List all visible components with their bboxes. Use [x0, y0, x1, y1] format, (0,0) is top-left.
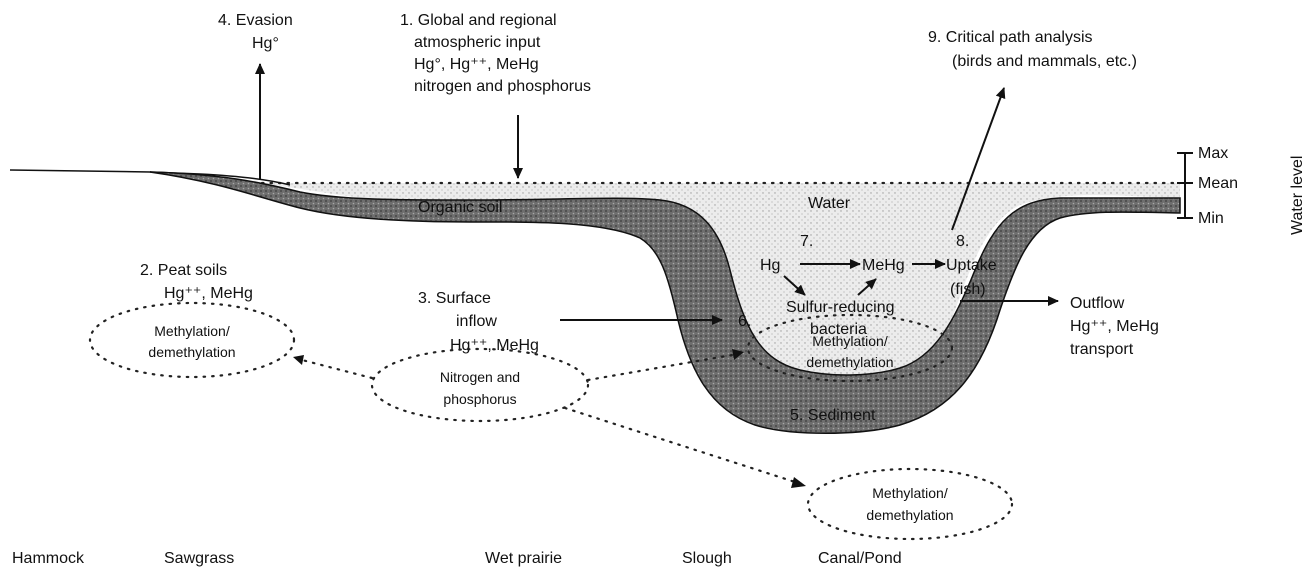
svg-text:2. Peat soils: 2. Peat soils: [140, 262, 227, 279]
uptake-label: Uptake: [946, 257, 997, 274]
nutrients-line1: Nitrogen and: [440, 369, 520, 385]
svg-text:Hg⁺⁺, MeHg: Hg⁺⁺, MeHg: [450, 337, 539, 354]
svg-text:nitrogen and phosphorus: nitrogen and phosphorus: [414, 78, 591, 95]
svg-text:atmospheric input: atmospheric input: [414, 34, 541, 51]
organic-soil-layer: [150, 172, 1180, 433]
water-label: Water: [808, 195, 851, 212]
fish-label: (fish): [950, 281, 986, 298]
habitat-slough: Slough: [682, 550, 732, 567]
evasion-label: 4. Evasion Hg°: [218, 12, 293, 52]
svg-text:4. Evasion: 4. Evasion: [218, 12, 293, 29]
water-level-title: Water level: [1289, 156, 1306, 235]
gauge-max-label: Max: [1198, 145, 1228, 162]
meth-lower-line1: Methylation/: [872, 485, 948, 501]
habitat-hammock: Hammock: [12, 550, 85, 567]
nutrients-ellipse: [372, 349, 588, 421]
sediment-label: 5. Sediment: [790, 407, 876, 424]
meth-left-line2: demethylation: [148, 344, 235, 360]
nutrients-to-lower-arrowhead: [791, 477, 806, 488]
svg-text:(birds and mammals, etc.): (birds and mammals, etc.): [952, 53, 1137, 70]
meth-left-line1: Methylation/: [154, 323, 230, 339]
nutrients-line2: phosphorus: [443, 391, 516, 407]
svg-text:Hg⁺⁺, MeHg: Hg⁺⁺, MeHg: [1070, 318, 1159, 335]
bacteria-label-1: Sulfur-reducing: [786, 299, 895, 316]
methylation-ellipse-left: [90, 303, 294, 377]
svg-text:Outflow: Outflow: [1070, 295, 1125, 312]
step8-number: 8.: [956, 233, 969, 250]
nutrients-to-left-arrowhead: [293, 355, 304, 365]
svg-text:inflow: inflow: [456, 313, 497, 330]
svg-text:1. Global and regional: 1. Global and regional: [400, 12, 557, 29]
atmospheric-input-label: 1. Global and regional atmospheric input…: [400, 12, 591, 95]
svg-text:Hg°, Hg⁺⁺, MeHg: Hg°, Hg⁺⁺, MeHg: [414, 56, 539, 73]
critical-path-label: 9. Critical path analysis (birds and mam…: [928, 29, 1137, 70]
habitat-sawgrass: Sawgrass: [164, 550, 234, 567]
gauge-min-label: Min: [1198, 210, 1224, 227]
gauge-mean-label: Mean: [1198, 175, 1238, 192]
meth-lower-line2: demethylation: [866, 507, 953, 523]
svg-text:9. Critical path analysis: 9. Critical path analysis: [928, 29, 1093, 46]
svg-text:3. Surface: 3. Surface: [418, 290, 491, 307]
meth-center-line2: demethylation: [806, 354, 893, 370]
methylation-ellipse-lower: [808, 469, 1012, 539]
peat-soils-label: 2. Peat soils Hg⁺⁺, MeHg: [140, 262, 253, 302]
organic-soil-label: Organic soil: [418, 199, 502, 216]
mehg-label: MeHg: [862, 257, 905, 274]
step7-number: 7.: [800, 233, 813, 250]
meth-center-line1: Methylation/: [812, 333, 888, 349]
nutrients-to-left-connector: [302, 360, 372, 378]
hg-label: Hg: [760, 257, 780, 274]
habitat-canal-pond: Canal/Pond: [818, 550, 902, 567]
svg-text:transport: transport: [1070, 341, 1134, 358]
surface-inflow-label: 3. Surface inflow Hg⁺⁺, MeHg: [418, 290, 539, 354]
habitat-wet-prairie: Wet prairie: [485, 550, 562, 567]
svg-text:Hg°: Hg°: [252, 35, 279, 52]
step6-number: 6.: [738, 313, 751, 330]
svg-text:Hg⁺⁺, MeHg: Hg⁺⁺, MeHg: [164, 285, 253, 302]
outflow-label: Outflow Hg⁺⁺, MeHg transport: [1070, 295, 1159, 358]
